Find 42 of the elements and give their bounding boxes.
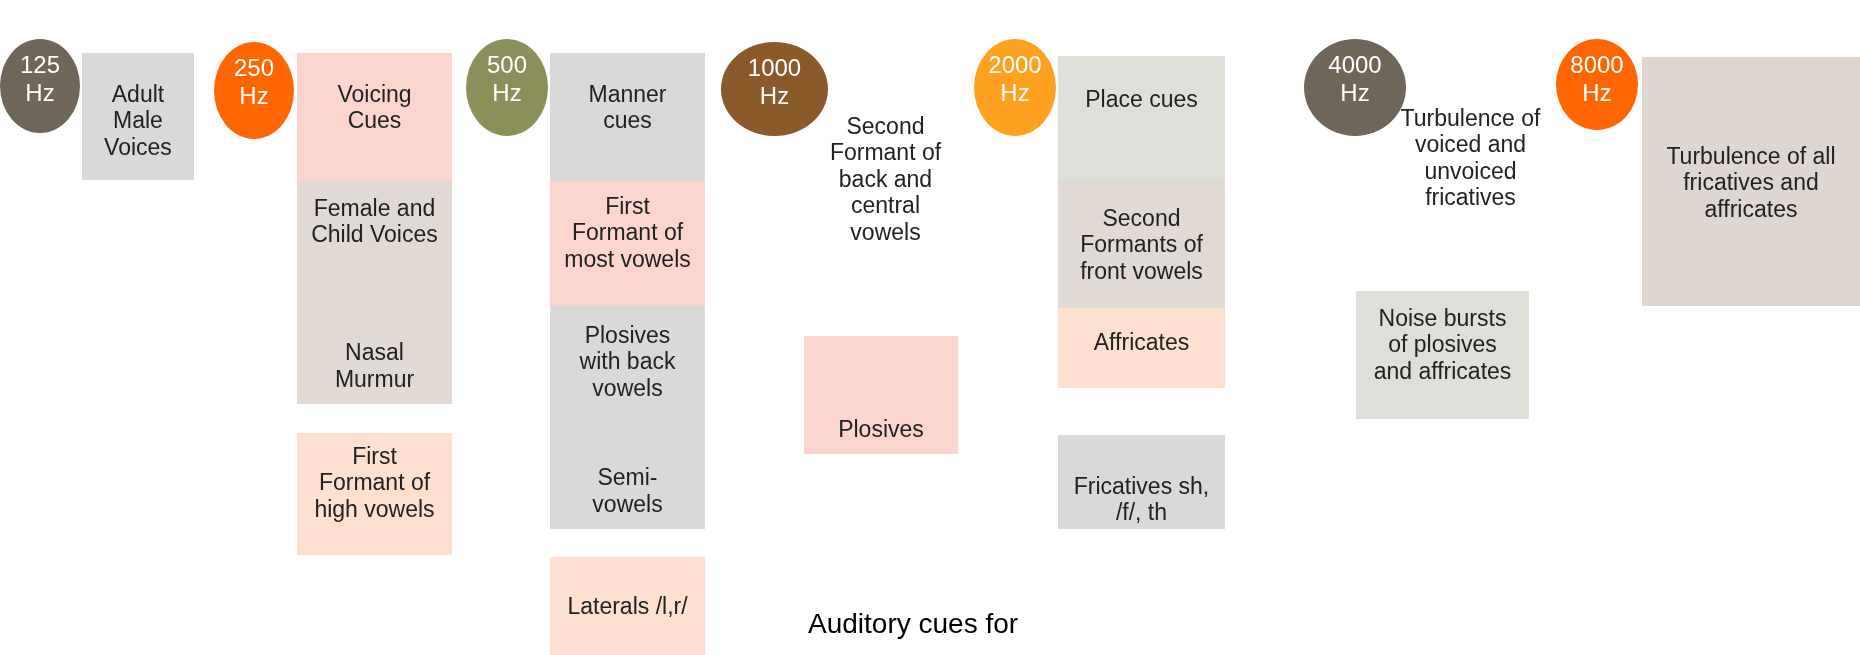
cue-text: First Formant of most vowels [563,193,692,273]
cue-box [1642,57,1860,306]
cue-box [1356,291,1529,419]
frequency-label: 4000 Hz [1327,51,1383,107]
cue-box [550,181,705,306]
cue-box [550,53,705,181]
title-text: Auditory cues for [808,608,1020,641]
frequency-label: 1000 Hz [746,54,803,110]
cue-text: Plosives [837,415,925,442]
cue-box [1058,435,1225,529]
cue-box [550,306,705,529]
cue-box [297,53,452,181]
cue-box [550,557,705,655]
frequency-label: 500 Hz [485,51,528,107]
cue-text: Manner cues [587,81,668,134]
frequency-label: 2000 Hz [987,51,1043,107]
cue-text: Turbulence of all fricatives and affricates [1665,143,1837,223]
cue-box [82,53,194,180]
cue-text: Noise bursts of plosives and affricates [1372,305,1513,385]
cue-text: Nasal Murmur [333,339,416,392]
cue-text: Fricatives sh, /f/, th [1072,473,1211,526]
cue-text: Turbulence of voiced and unvoiced fricatives [1399,105,1542,211]
cue-text: Semi-vowels [591,464,664,517]
cue-text: Female and Child Voices [310,195,439,248]
frequency-label: 8000 Hz [1569,51,1625,107]
cue-box [297,433,452,555]
cue-text: Second Formant of back and central vowels [828,113,943,246]
cue-text: Voicing Cues [336,81,413,134]
cue-text: Second Formants of front vowels [1079,205,1204,285]
cue-box [804,336,958,454]
cue-box [1058,308,1225,388]
cue-text: Plosives with back vowels [578,322,677,402]
cue-text: Affricates [1092,328,1191,356]
frequency-label: 250 Hz [232,54,275,110]
cue-text: First Formant of high vowels [313,443,436,523]
cue-text: Place cues [1084,86,1199,113]
cue-box [1058,56,1225,181]
frequency-label: 125 Hz [18,51,61,107]
cue-box [1058,181,1225,308]
cue-text: Laterals /l,r/ [566,593,689,620]
cue-text: Adult Male Voices [103,81,173,161]
cue-box [297,181,452,404]
